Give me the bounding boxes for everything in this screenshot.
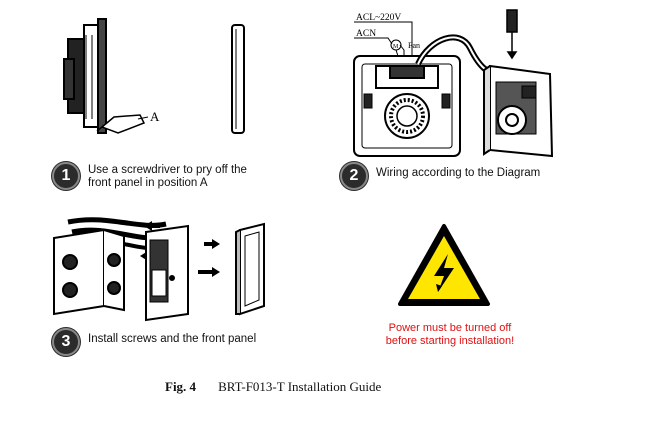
figure-title: BRT-F013-T Installation Guide <box>218 379 382 394</box>
front-panel-side <box>231 24 245 134</box>
step1-illustration: A <box>63 18 245 134</box>
warning-message: Power must be turned off before starting… <box>350 322 550 348</box>
junction-box <box>53 228 125 316</box>
acl-label: ACL~220V <box>356 13 401 23</box>
high-voltage-warning-icon <box>398 224 490 306</box>
step-1: 1 Use a screwdriver to pry off the front… <box>52 162 247 190</box>
acn-label: ACN <box>356 29 376 39</box>
wiring-lines <box>354 21 413 57</box>
step-3: 3 Install screws and the front panel <box>52 328 256 356</box>
front-panel <box>235 222 265 316</box>
thermostat-body <box>145 224 189 322</box>
step-3-badge: 3 <box>52 328 80 356</box>
step-1-badge: 1 <box>52 162 80 190</box>
thermostat-side-body <box>63 18 107 134</box>
step2-illustration: ACL~220V ACN Fan M <box>353 9 554 158</box>
lightning-bolt-icon <box>434 254 454 292</box>
step-2: 2 Wiring according to the Diagram <box>340 162 540 190</box>
step-2-text: Wiring according to the Diagram <box>376 167 541 179</box>
position-a-label: A <box>150 109 160 124</box>
figure-number: Fig. 4 <box>165 379 197 394</box>
back-plate <box>353 55 461 157</box>
step-1-text: Use a screwdriver to pry off the front p… <box>88 164 247 189</box>
step-3-text: Install screws and the front panel <box>88 333 257 345</box>
motor-label: M <box>393 44 399 50</box>
fan-label: Fan <box>408 41 420 50</box>
step-2-badge: 2 <box>340 162 368 190</box>
screwdriver-icon <box>506 9 518 60</box>
step3-illustration <box>53 217 265 322</box>
screwdriver-icon <box>96 114 146 134</box>
figure-caption: Fig. 4 BRT-F013-T Installation Guide <box>165 379 381 395</box>
mounted-unit <box>483 64 554 158</box>
warning-line-2: before starting installation! <box>385 335 515 347</box>
warning-line-1: Power must be turned off <box>388 322 512 334</box>
